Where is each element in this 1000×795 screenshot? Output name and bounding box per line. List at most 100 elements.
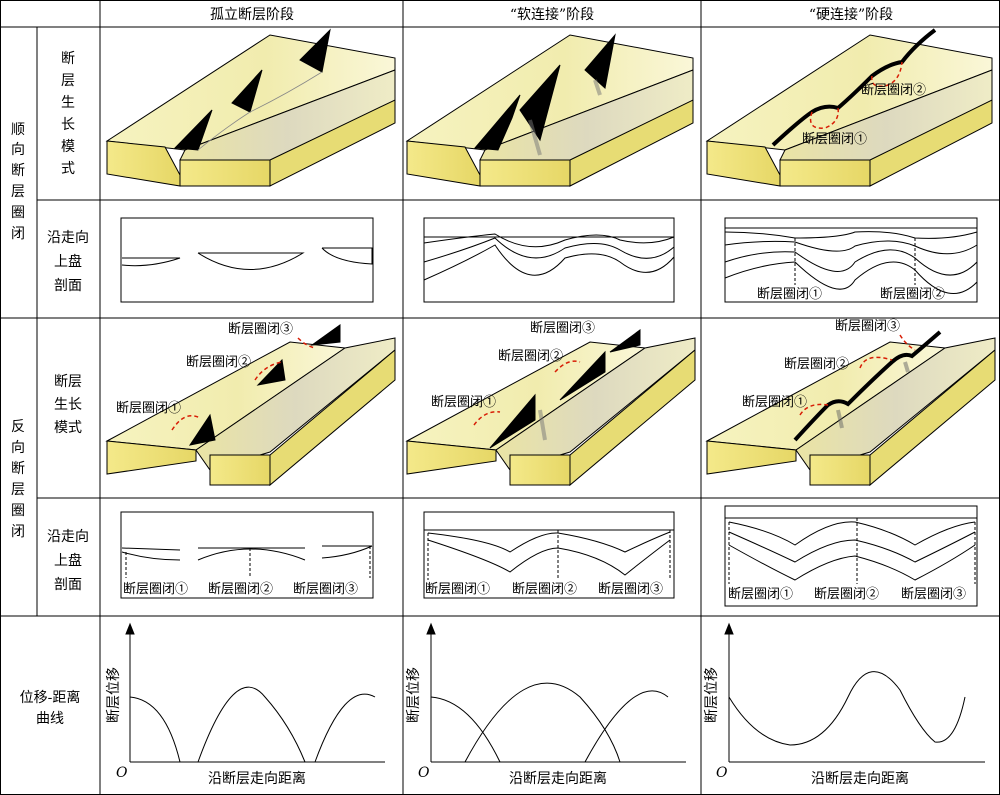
- closure-label-1: 断层圈闭①: [802, 132, 867, 147]
- growth-label-normal-char: 式: [61, 161, 75, 177]
- reverse-soft-closure-label-2: 断层圈闭②: [498, 349, 563, 364]
- profile-reverse-soft-linkage: [423, 511, 675, 599]
- fault-scarp: [559, 350, 606, 401]
- row-label-curve-line: 曲线: [36, 711, 64, 727]
- profile-rev-soft-closure-3: 断层圈闭③: [598, 582, 663, 597]
- axis-origin-soft: O: [418, 765, 430, 781]
- axis-x-label-isolated: 沿断层走向距离: [208, 770, 306, 787]
- fault-trace: [793, 330, 942, 442]
- block-normal-isolated: [105, 28, 396, 187]
- row-label-curve: 位移-距离 曲线: [20, 689, 81, 727]
- profile-normal-hard-linkage: [724, 217, 978, 303]
- profile-normal-isolated: [120, 217, 374, 303]
- row-label-reverse-char: 反: [11, 419, 25, 435]
- row-label-normal-char: 顺: [11, 122, 25, 138]
- closure-1-marker: [809, 107, 839, 129]
- axis-y-label-isolated: 断层位移: [106, 667, 122, 723]
- growth-label-normal-char: 层: [61, 73, 75, 89]
- profile-normal-closure-1: 断层圈闭①: [757, 287, 822, 302]
- axis-x-label-hard: 沿断层走向距离: [811, 770, 909, 787]
- profile-normal-soft-linkage: [423, 217, 675, 303]
- profile-label-normal: 沿走向 上盘 剖面: [47, 230, 89, 294]
- reverse-closure-label-3: 断层圈闭③: [228, 322, 293, 337]
- row-label-normal-char: 向: [11, 142, 25, 158]
- row-label-normal-char: 圈: [11, 205, 25, 221]
- row-label-reverse-char: 向: [11, 440, 25, 456]
- profile-rev-hard-closure-1: 断层圈闭①: [728, 587, 793, 602]
- profile-rev-hard-closure-3: 断层圈闭③: [901, 587, 966, 602]
- profile-label-reverse-line: 沿走向: [47, 529, 89, 545]
- curve-hard-linkage: [724, 622, 985, 763]
- profile-rev-soft-closure-1: 断层圈闭①: [425, 582, 490, 597]
- profile-normal-closure-2: 断层圈闭②: [880, 287, 945, 302]
- curve-soft-linkage: [426, 622, 686, 763]
- block-normal-soft-linkage: [405, 33, 694, 187]
- closure-label-2: 断层圈闭②: [861, 83, 926, 98]
- reverse-closure-label-2: 断层圈闭②: [186, 355, 251, 370]
- growth-label-reverse-line: 模式: [54, 420, 82, 436]
- reverse-soft-closure-label-3: 断层圈闭③: [530, 321, 595, 336]
- reverse-soft-closure-label-1: 断层圈闭①: [431, 395, 496, 410]
- fault-scarp: [188, 413, 216, 446]
- header-soft-linkage: “软连接”阶段: [510, 6, 594, 23]
- row-label-curve-line: 位移-距离: [20, 689, 81, 706]
- profile-label-normal-line: 剖面: [54, 278, 82, 294]
- profile-label-normal-line: 上盘: [54, 253, 82, 270]
- growth-label-reverse-line: 断层: [54, 374, 82, 390]
- axis-y-label-soft: 断层位移: [406, 667, 422, 723]
- growth-label-normal-char: 长: [61, 117, 75, 133]
- reverse-hard-closure-label-3: 断层圈闭③: [835, 319, 900, 334]
- closure-1-marker: [473, 411, 501, 426]
- block-reverse-isolated: [105, 324, 396, 487]
- closure-3-marker: [899, 334, 916, 351]
- profile-label-normal-line: 沿走向: [47, 230, 89, 246]
- closure-1-marker: [799, 403, 829, 416]
- closure-2-marker: [859, 356, 893, 369]
- row-label-reverse-char: 层: [11, 482, 25, 498]
- fault-scarp: [584, 33, 616, 89]
- profile-label-reverse: 沿走向 上盘 剖面: [47, 529, 89, 593]
- fault-scarp: [473, 94, 521, 151]
- axis-y-label-hard: 断层位移: [704, 667, 720, 723]
- closure-3-marker: [297, 337, 316, 349]
- closure-2-marker: [254, 361, 283, 381]
- reverse-closure-label-1: 断层圈闭①: [116, 401, 181, 416]
- profile-reverse-isolated: [120, 511, 374, 599]
- curve-isolated: [125, 622, 385, 763]
- header-isolated: 孤立断层阶段: [210, 7, 294, 23]
- fault-scarp: [489, 393, 536, 449]
- block-normal-hard-linkage: [705, 28, 993, 187]
- row-label-reverse-char: 断: [11, 461, 25, 477]
- growth-label-normal-char: 生: [61, 95, 75, 111]
- profile-reverse-hard-linkage: [724, 505, 978, 607]
- profile-rev-iso-closure-2: 断层圈闭②: [208, 582, 273, 597]
- block-reverse-soft-linkage: [405, 329, 696, 487]
- growth-label-normal-char: 断: [61, 51, 75, 67]
- profile-label-reverse-line: 剖面: [54, 577, 82, 593]
- growth-label-reverse: 断层 生长 模式: [54, 374, 82, 436]
- profile-label-reverse-line: 上盘: [54, 552, 82, 569]
- row-label-normal-char: 闭: [11, 226, 25, 242]
- closure-2-marker: [554, 360, 581, 373]
- row-label-reverse-char: 圈: [11, 503, 25, 519]
- reverse-hard-closure-label-2: 断层圈闭②: [784, 357, 849, 372]
- profile-rev-iso-closure-3: 断层圈闭③: [293, 582, 358, 597]
- row-label-reverse: 反 向 断 层 圈 闭: [11, 419, 25, 540]
- fault-scarp: [173, 109, 213, 151]
- row-label-normal-char: 断: [11, 163, 25, 179]
- profile-rev-hard-closure-2: 断层圈闭②: [814, 587, 879, 602]
- axis-x-label-soft: 沿断层走向距离: [509, 770, 607, 787]
- block-reverse-hard-linkage: [705, 330, 996, 487]
- row-label-normal: 顺 向 断 层 圈 闭: [11, 122, 25, 242]
- growth-label-reverse-line: 生长: [54, 397, 82, 413]
- growth-label-normal: 断 层 生 长 模 式: [61, 51, 75, 177]
- header-hard-linkage: “硬连接”阶段: [809, 6, 893, 23]
- row-label-normal-char: 层: [11, 184, 25, 200]
- row-label-reverse-char: 闭: [11, 524, 25, 540]
- closure-1-marker: [171, 415, 201, 431]
- axis-origin-hard: O: [716, 765, 728, 781]
- fault-scarp: [256, 358, 286, 386]
- fault-scarp: [310, 324, 341, 346]
- growth-label-normal-char: 模: [61, 139, 75, 155]
